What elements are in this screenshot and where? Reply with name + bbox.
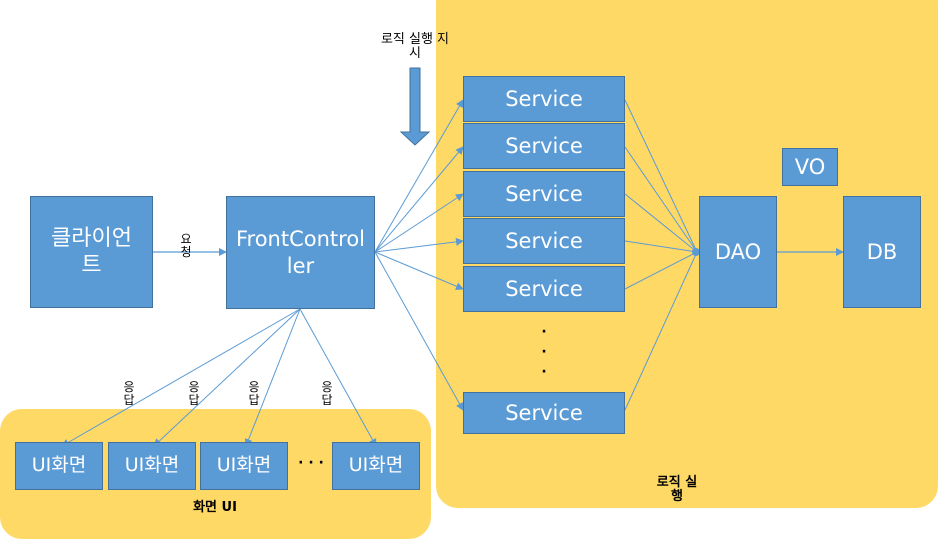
service-box-4: Service xyxy=(463,218,625,264)
screen-ui-label: 화면 UI xyxy=(193,500,237,515)
front-controller-label: FrontController xyxy=(235,227,366,278)
ui-screen-ellipsis: · · · xyxy=(298,455,324,471)
db-box: DB xyxy=(843,196,921,308)
client-label: 클라이언트 xyxy=(51,225,132,279)
service-box-6: Service xyxy=(463,392,625,434)
fc-to-service-arrows xyxy=(374,99,464,411)
ui-screen-box-1: UI화면 xyxy=(15,442,103,490)
fc-to-ui-arrows xyxy=(61,308,377,447)
service-box-3: Service xyxy=(463,171,625,217)
instruction-arrow xyxy=(399,67,431,146)
logic-execution-label: 로직 실행 xyxy=(656,475,698,505)
dao-box: DAO xyxy=(699,196,777,308)
front-controller-box: FrontController xyxy=(226,196,375,309)
ui-screen-box-3: UI화면 xyxy=(200,442,288,490)
ui-screen-box-2: UI화면 xyxy=(108,442,196,490)
service-box-5: Service xyxy=(463,266,625,312)
response-label-3: 응답 xyxy=(248,380,260,408)
client-box: 클라이언트 xyxy=(30,196,153,308)
service-to-dao-lines xyxy=(624,99,698,411)
request-label: 요청 xyxy=(180,232,192,260)
vo-box: VO xyxy=(782,148,838,186)
ui-screen-box-4: UI화면 xyxy=(332,442,420,490)
service-box-1: Service xyxy=(463,76,625,122)
response-label-1: 응답 xyxy=(123,380,135,408)
service-box-2: Service xyxy=(463,123,625,169)
service-dots: · · · xyxy=(541,324,547,380)
response-label-2: 응답 xyxy=(188,380,200,408)
instruction-label: 로직 실행 지시 xyxy=(380,32,450,62)
response-label-4: 응답 xyxy=(321,380,333,408)
connector-lines xyxy=(61,67,844,447)
